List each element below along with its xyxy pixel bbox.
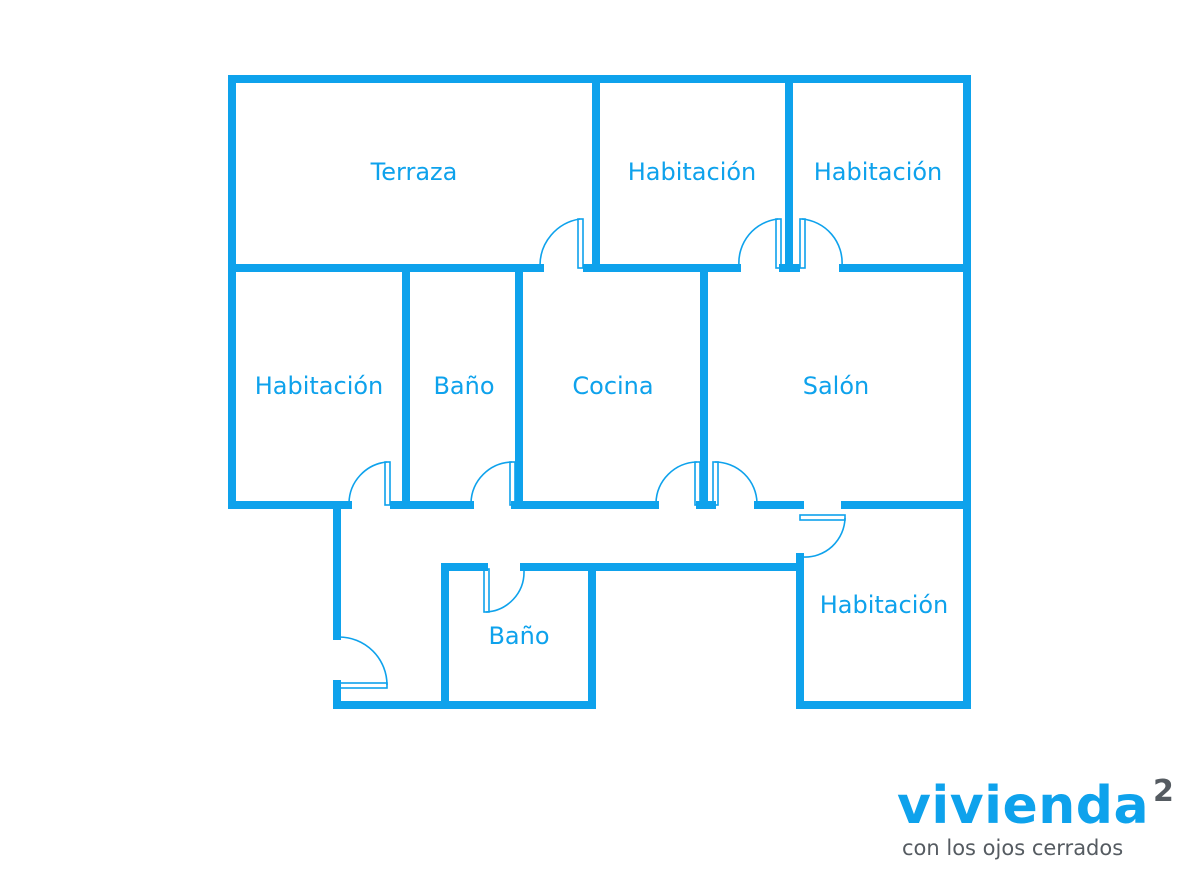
room-label-habitacion-middle-left: Habitación xyxy=(255,372,384,400)
brand-name-text: vivienda xyxy=(897,776,1150,836)
room-label-terraza: Terraza xyxy=(370,158,458,186)
door-terraza xyxy=(539,218,584,269)
room-label-salon: Salón xyxy=(803,372,870,400)
room-label-habitacion-top-middle: Habitación xyxy=(628,158,757,186)
door-cocina xyxy=(655,461,701,506)
door-bano-middle xyxy=(470,461,516,506)
room-label-cocina: Cocina xyxy=(572,372,653,400)
room-label-bano-bottom: Baño xyxy=(488,622,549,650)
door-bano-bottom xyxy=(483,568,525,613)
room-labels: Terraza Habitación Habitación Habitación… xyxy=(255,158,949,650)
brand-superscript: 2 xyxy=(1153,774,1175,809)
room-label-habitacion-top-right: Habitación xyxy=(814,158,943,186)
door-habitacion-middle-left xyxy=(348,461,391,506)
door-entrance xyxy=(338,636,388,689)
door-habitacion-bottom-right xyxy=(799,514,846,558)
walls xyxy=(228,75,971,709)
room-label-bano-middle: Baño xyxy=(433,372,494,400)
door-habitacion-top-right xyxy=(799,218,843,269)
brand-tagline: con los ojos cerrados xyxy=(902,836,1124,860)
door-salon xyxy=(712,461,758,506)
doors xyxy=(338,218,846,689)
room-label-habitacion-bottom-right: Habitación xyxy=(820,591,949,619)
door-habitacion-top-middle xyxy=(738,218,782,269)
